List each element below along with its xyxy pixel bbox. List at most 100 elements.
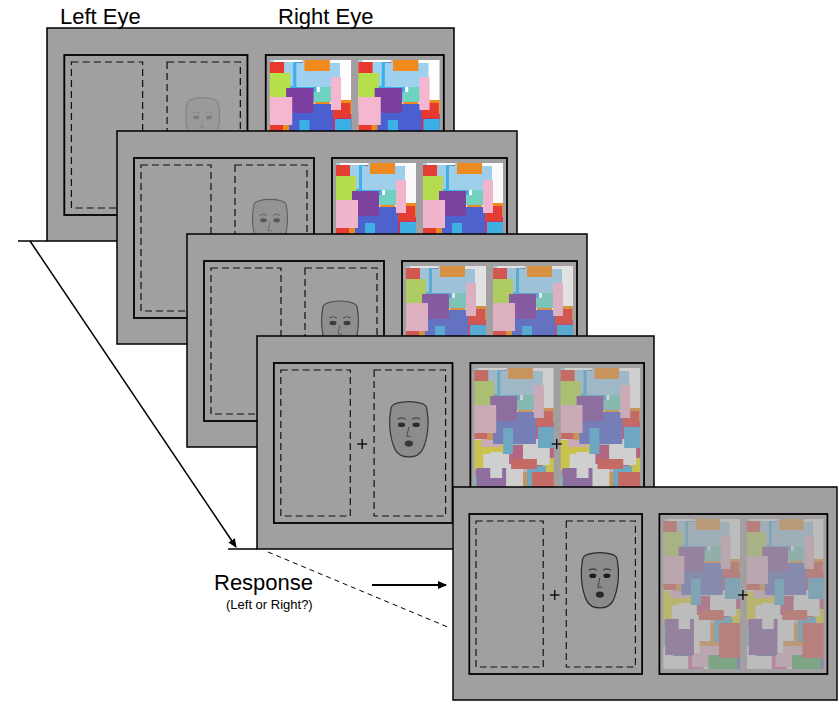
time-arrow — [30, 241, 236, 547]
ellipse-shape — [344, 321, 351, 325]
face-stimulus — [390, 402, 428, 457]
path-shape — [407, 427, 411, 436]
rect-shape — [370, 163, 395, 174]
rect-shape — [802, 623, 823, 658]
path-shape — [193, 112, 213, 113]
ellipse-shape — [260, 218, 267, 222]
rect-shape — [782, 610, 807, 620]
target-location — [566, 521, 635, 667]
path-shape — [598, 578, 602, 587]
path-shape — [201, 119, 205, 127]
rect-shape — [270, 97, 292, 125]
eye-panel — [469, 514, 642, 674]
rect-shape — [377, 195, 399, 205]
ellipse-shape — [603, 573, 610, 578]
rect-shape — [419, 77, 429, 110]
rect-shape — [497, 266, 528, 268]
ellipse-shape — [405, 440, 413, 446]
rect-shape — [699, 610, 724, 620]
ellipse-shape — [330, 321, 337, 325]
rect-shape — [762, 603, 774, 629]
path-shape — [338, 325, 342, 334]
rect-shape — [304, 60, 329, 71]
rect-shape — [410, 266, 441, 268]
rect-shape — [457, 163, 482, 174]
rect-shape — [703, 551, 724, 561]
rect-shape — [775, 579, 785, 605]
rect-shape — [696, 519, 720, 530]
rect-shape — [601, 400, 623, 410]
rect-shape — [493, 303, 515, 331]
ellipse-shape — [273, 218, 280, 222]
rect-shape — [447, 298, 469, 308]
eye-panel — [274, 363, 453, 523]
path-shape — [390, 402, 428, 457]
rect-shape — [396, 180, 406, 213]
face-stimulus — [581, 553, 618, 608]
rect-shape — [340, 163, 371, 165]
rect-shape — [624, 427, 640, 448]
rect-shape — [406, 303, 428, 331]
display-frame — [453, 487, 839, 700]
ellipse-shape — [412, 422, 419, 427]
target-location — [281, 370, 350, 516]
time-tick — [228, 548, 257, 550]
rect-shape — [721, 536, 731, 569]
rect-shape — [466, 283, 476, 316]
rect-shape — [474, 405, 496, 433]
ellipse-shape — [398, 422, 405, 427]
rect-shape — [725, 578, 740, 599]
fixation-cross — [362, 439, 363, 449]
path-shape — [260, 214, 281, 215]
fixation-cross — [554, 590, 555, 600]
rect-shape — [565, 368, 596, 370]
rect-shape — [274, 60, 306, 62]
rect-shape — [561, 405, 583, 433]
ellipse-shape — [193, 116, 199, 120]
rect-shape — [620, 385, 630, 418]
rect-shape — [808, 578, 823, 599]
rect-shape — [527, 266, 552, 277]
rect-shape — [427, 163, 458, 165]
rect-shape — [483, 180, 493, 213]
eye-panel — [659, 514, 827, 674]
target-location — [476, 521, 543, 667]
rect-shape — [508, 368, 533, 379]
response-arrow — [372, 584, 446, 586]
mondrian-mask — [747, 519, 824, 669]
rect-shape — [786, 551, 807, 561]
rect-shape — [393, 60, 418, 71]
target-location — [374, 370, 445, 516]
rect-shape — [331, 77, 341, 110]
time-tick — [18, 240, 47, 242]
rect-shape — [423, 200, 445, 228]
path-shape — [589, 569, 611, 571]
rect-shape — [453, 487, 837, 700]
rect-shape — [358, 97, 380, 125]
rect-shape — [667, 519, 697, 521]
ellipse-shape — [206, 116, 212, 120]
response-label: Response — [214, 570, 313, 596]
rect-shape — [663, 556, 684, 584]
rect-shape — [503, 428, 513, 454]
rect-shape — [747, 556, 768, 584]
rect-shape — [589, 428, 599, 454]
ellipse-shape — [589, 573, 596, 578]
rect-shape — [490, 452, 502, 478]
fixation-cross — [742, 590, 743, 600]
eye-label: Right Eye — [278, 4, 373, 30]
rect-shape — [478, 368, 509, 370]
rect-shape — [534, 298, 556, 308]
rect-shape — [464, 195, 486, 205]
rect-shape — [719, 623, 740, 658]
mondrian-mask — [663, 519, 740, 669]
fixation-cross — [556, 439, 557, 449]
display-frames — [47, 28, 839, 700]
eye-label: Left Eye — [60, 4, 141, 30]
response-note: (Left or Right?) — [226, 597, 313, 612]
rect-shape — [597, 459, 623, 469]
path-shape — [268, 222, 272, 231]
rect-shape — [400, 92, 422, 102]
rect-shape — [515, 400, 537, 410]
